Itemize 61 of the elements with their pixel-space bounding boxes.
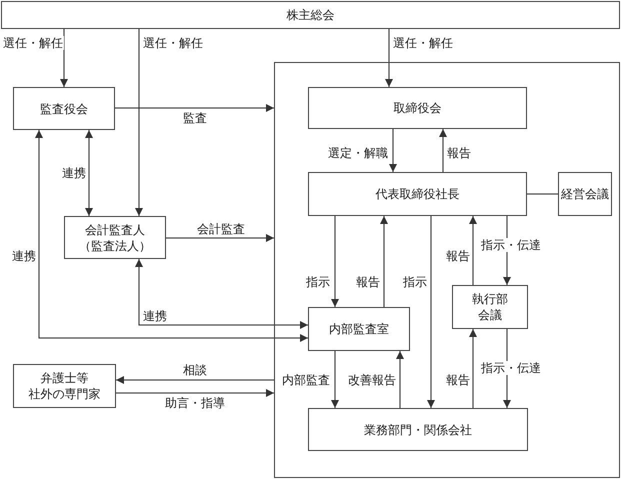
edge-label: 指示・伝達	[480, 361, 542, 375]
edge-label: 報告	[355, 275, 381, 289]
arrow	[114, 104, 274, 112]
org-unit-box	[558, 172, 612, 216]
double-arrow	[85, 130, 93, 216]
arrow	[116, 389, 274, 397]
edge-label: 指示	[305, 275, 331, 289]
unit-label: 経営会議	[561, 186, 609, 202]
edge-label: 報告	[445, 373, 471, 387]
unit-label: 代表取締役社長	[376, 186, 460, 202]
arrow	[116, 376, 274, 384]
unit-label: 弁護士等社外の専門家	[28, 370, 100, 402]
org-unit-box	[13, 87, 115, 130]
edge-label: 報告	[445, 249, 471, 263]
arrow	[385, 28, 393, 88]
unit-label: 業務部門・関係会社	[364, 422, 472, 438]
edge-label: 会計監査	[196, 222, 246, 236]
edge-label: 内部監査	[281, 373, 331, 387]
arrow	[427, 216, 435, 408]
arrow	[396, 350, 404, 408]
edge-label: 選定・解職	[327, 146, 389, 160]
arrow	[135, 28, 143, 216]
edge-label: 相談	[182, 363, 208, 377]
unit-label: 執行部会議	[472, 291, 508, 323]
double-arrow	[35, 130, 308, 342]
arrow	[469, 216, 477, 286]
unit-label: 監査役会	[40, 100, 88, 116]
arrow	[166, 234, 274, 242]
unit-label: 内部監査室	[329, 321, 389, 337]
org-unit-box	[308, 408, 528, 451]
arrow	[331, 350, 339, 408]
edge-label: 選任・解任	[2, 36, 64, 50]
unit-label: 会計監査人（監査法人）	[79, 222, 151, 254]
unit-label: 取締役会	[394, 100, 442, 116]
org-unit-box	[308, 307, 410, 351]
edge-label: 報告	[446, 146, 472, 160]
arrow	[380, 216, 388, 308]
edge-label: 連携	[61, 166, 87, 180]
org-unit-box	[1, 1, 620, 29]
arrow	[469, 328, 477, 408]
edge-label: 指示・伝達	[480, 238, 542, 252]
edge-label: 連携	[142, 309, 168, 323]
org-unit-box	[308, 172, 527, 216]
org-unit-box	[13, 364, 116, 408]
edge-label: 監査	[182, 111, 208, 125]
edge-label: 選任・解任	[392, 36, 454, 50]
edge-label: 助言・指導	[164, 396, 226, 410]
org-unit-box	[452, 285, 528, 329]
arrow	[439, 128, 447, 172]
edge-label: 選任・解任	[142, 36, 204, 50]
arrow	[331, 216, 339, 308]
edge-label: 改善報告	[347, 373, 397, 387]
org-unit-box	[64, 216, 166, 259]
org-unit-box	[308, 87, 527, 129]
edge-label: 指示	[402, 275, 428, 289]
company-boundary-frame	[274, 62, 620, 478]
unit-label: 株主総会	[286, 7, 334, 23]
double-arrow	[135, 258, 308, 329]
arrow	[389, 128, 397, 172]
arrow	[60, 28, 68, 88]
edge-label: 連携	[11, 249, 37, 263]
